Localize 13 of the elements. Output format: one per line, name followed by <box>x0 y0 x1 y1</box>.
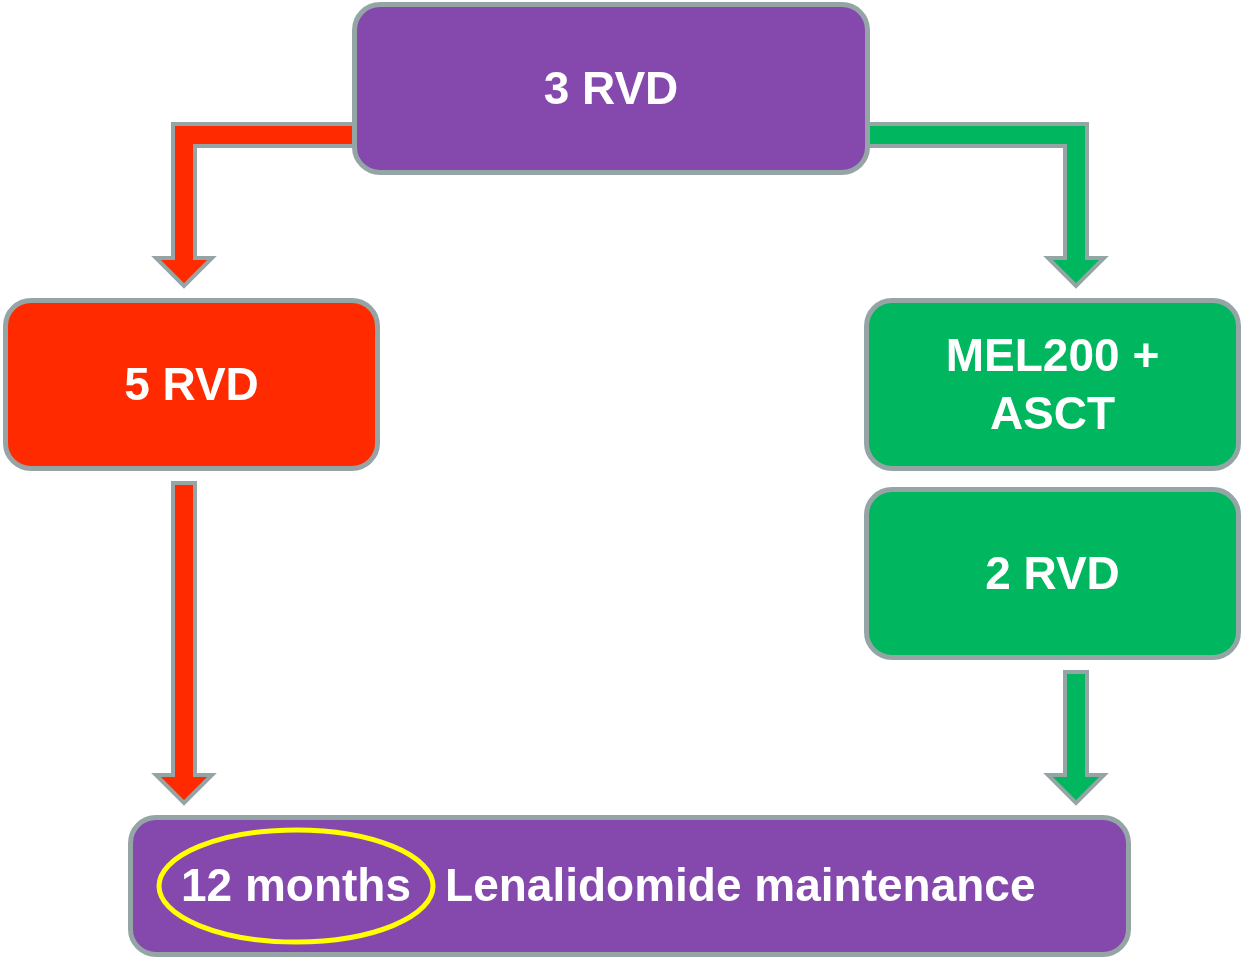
block-arrow <box>151 481 217 806</box>
process-box <box>864 298 1241 471</box>
node-label: Lenalidomide maintenance <box>445 858 1036 914</box>
node-label: 3 RVD <box>543 60 679 116</box>
node-label: 2 RVD <box>985 545 1120 601</box>
process-box <box>128 815 1131 957</box>
process-box <box>864 487 1241 660</box>
node-label: 12 months <box>181 858 412 914</box>
node-label: 5 RVD <box>124 356 259 412</box>
process-box <box>352 2 870 175</box>
block-arrow <box>1043 670 1109 806</box>
process-box <box>3 298 380 471</box>
node-label: MEL200 + ASCT <box>944 328 1161 441</box>
